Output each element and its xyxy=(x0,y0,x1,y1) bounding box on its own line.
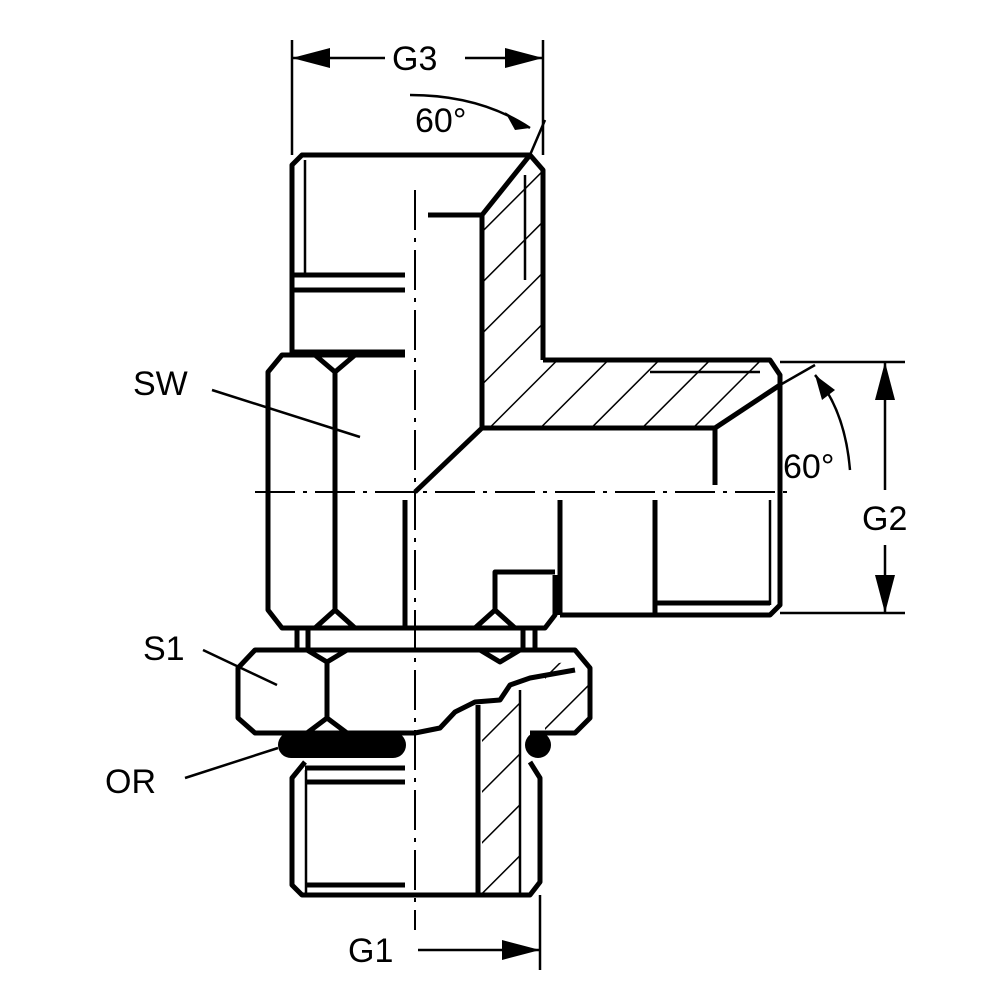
centerlines xyxy=(255,190,790,930)
upper-port-body xyxy=(289,152,546,428)
spacer xyxy=(294,628,538,650)
label-sw: SW xyxy=(133,365,188,403)
label-angle-right: 60° xyxy=(783,448,834,486)
label-g1: G1 xyxy=(348,932,393,970)
label-angle-top: 60° xyxy=(415,102,466,140)
dimension-g3 xyxy=(290,40,545,155)
label-g3: G3 xyxy=(392,40,437,78)
section-hatching xyxy=(482,160,780,895)
dimension-g1 xyxy=(418,895,542,970)
right-port-body xyxy=(413,357,783,618)
s1-locknut xyxy=(235,647,593,736)
dimension-g2 xyxy=(780,360,905,615)
label-s1: S1 xyxy=(143,630,185,668)
label-or: OR xyxy=(105,763,156,801)
o-ring xyxy=(278,732,551,758)
label-g2: G2 xyxy=(862,500,907,538)
sw-hex xyxy=(265,352,558,631)
dimension-angle-top xyxy=(409,93,547,156)
dimension-angle-right xyxy=(779,363,852,471)
lower-port-body xyxy=(289,690,543,898)
leader-lines xyxy=(184,388,361,780)
